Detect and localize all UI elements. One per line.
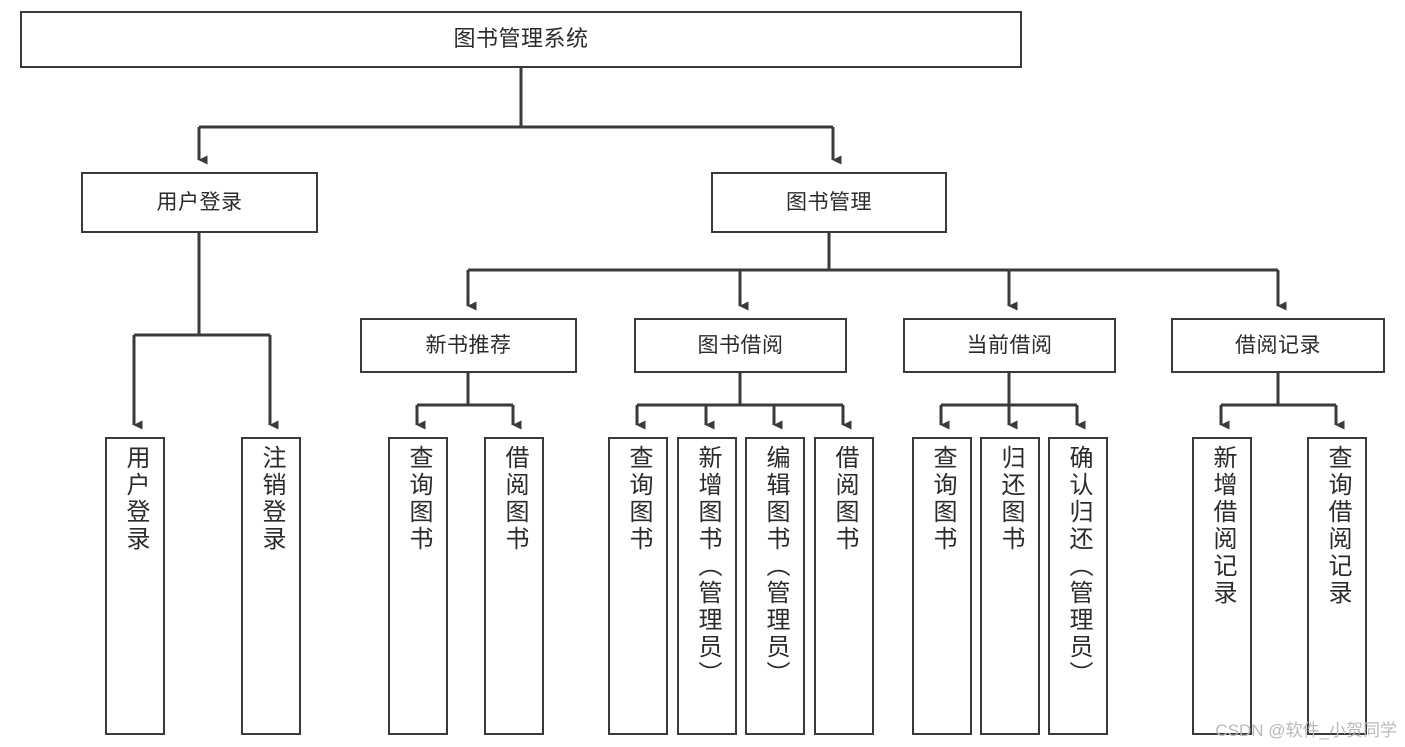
node-label: 借阅记录: [1235, 333, 1321, 357]
node-label: 新增借阅记录: [1209, 445, 1236, 607]
node-leaf-query-book-borrow[interactable]: 查询图书: [608, 437, 668, 735]
node-label: 图书借阅: [697, 333, 784, 357]
node-current-borrow[interactable]: 当前借阅: [903, 318, 1116, 373]
node-label: 查询图书: [405, 445, 432, 553]
node-user-login[interactable]: 用户登录: [81, 172, 318, 233]
node-label: 归还图书: [997, 445, 1024, 553]
node-label: 图书管理系统: [453, 26, 589, 52]
watermark: CSDN @软件_小贺同学: [1215, 721, 1397, 740]
node-label: 用户登录: [156, 190, 243, 214]
node-label: 当前借阅: [966, 333, 1053, 357]
node-new-book-recommend[interactable]: 新书推荐: [360, 318, 577, 373]
node-leaf-confirm-return-admin[interactable]: 确认归还（管理员）: [1048, 437, 1108, 735]
node-label: 确认归还（管理员）: [1065, 445, 1092, 688]
node-leaf-return-book[interactable]: 归还图书: [980, 437, 1040, 735]
node-leaf-add-book-admin[interactable]: 新增图书（管理员）: [677, 437, 737, 735]
node-label: 新书推荐: [425, 333, 512, 357]
node-label: 查询图书: [929, 445, 956, 553]
node-label: 借阅图书: [501, 445, 528, 553]
node-leaf-query-book-current[interactable]: 查询图书: [912, 437, 972, 735]
node-leaf-user-login[interactable]: 用户登录: [105, 437, 165, 735]
node-leaf-borrow-book-recommend[interactable]: 借阅图书: [484, 437, 544, 735]
node-label: 借阅图书: [831, 445, 858, 553]
node-label: 编辑图书（管理员）: [762, 445, 789, 688]
node-leaf-query-book-recommend[interactable]: 查询图书: [388, 437, 448, 735]
node-leaf-borrow-book[interactable]: 借阅图书: [814, 437, 874, 735]
node-label: 查询图书: [625, 445, 652, 553]
node-book-management[interactable]: 图书管理: [711, 172, 947, 233]
node-label: 注销登录: [258, 445, 285, 553]
node-borrow-record[interactable]: 借阅记录: [1171, 318, 1385, 373]
node-root-book-management-system[interactable]: 图书管理系统: [20, 11, 1022, 68]
node-label: 新增图书（管理员）: [694, 445, 721, 688]
node-book-borrow[interactable]: 图书借阅: [634, 318, 847, 373]
node-label: 用户登录: [122, 445, 149, 553]
node-label: 查询借阅记录: [1324, 445, 1351, 607]
node-leaf-edit-book-admin[interactable]: 编辑图书（管理员）: [745, 437, 805, 735]
node-leaf-add-borrow-record[interactable]: 新增借阅记录: [1192, 437, 1252, 735]
node-leaf-query-borrow-record[interactable]: 查询借阅记录: [1307, 437, 1367, 735]
node-leaf-logout[interactable]: 注销登录: [241, 437, 301, 735]
node-label: 图书管理: [786, 190, 872, 214]
